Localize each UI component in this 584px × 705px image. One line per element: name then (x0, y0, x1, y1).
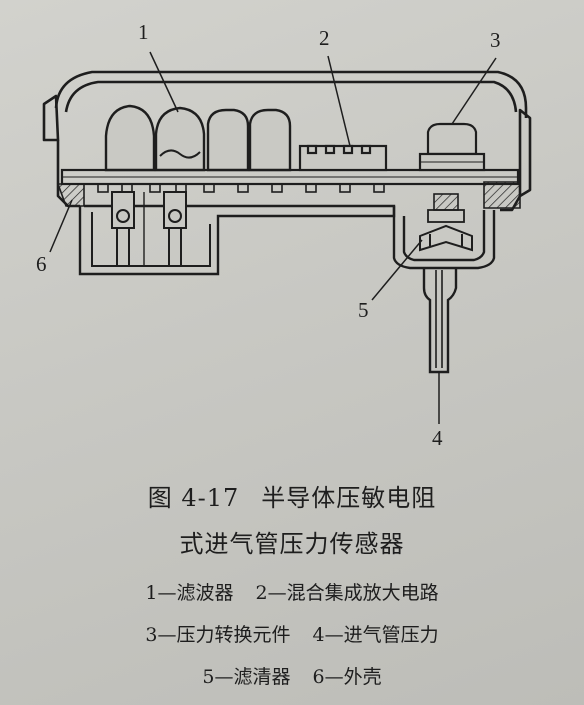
figure-title-line2: 式进气管压力传感器 (179, 530, 405, 558)
inlet-pipe (422, 268, 458, 374)
pressure-transducer (418, 122, 486, 172)
legend-item-4: 4—进气管压力 (312, 624, 439, 646)
circuit-board (60, 168, 520, 186)
board-pads (97, 183, 385, 193)
legend-row-3: 5—滤清器 6—外壳 (0, 662, 584, 689)
leader-lines (49, 51, 497, 424)
legend-row-2: 3—压力转换元件 4—进气管压力 (0, 620, 584, 647)
figure-caption-line1: 图 4-17 半导体压敏电阻 (0, 478, 584, 513)
legend-row-1: 1—滤波器 2—混合集成放大电路 (0, 578, 584, 605)
legend-item-2: 2—混合集成放大电路 (255, 582, 439, 604)
legend-item-6: 6—外壳 (312, 666, 382, 688)
pressure-chamber (392, 193, 496, 270)
sensor-cross-section-diagram (42, 51, 532, 424)
callout-6: 6 (36, 252, 47, 276)
legend-item-1: 1—滤波器 (145, 582, 234, 604)
filter-element (419, 224, 473, 252)
legend-item-5: 5—滤清器 (202, 666, 291, 688)
callout-5: 5 (358, 298, 369, 322)
callout-4: 4 (432, 426, 443, 450)
hybrid-amplifier-ic (298, 144, 388, 172)
legend-item-3: 3—压力转换元件 (145, 624, 291, 646)
figure-number: 图 4-17 (147, 484, 240, 512)
connector-pins (111, 191, 187, 267)
figure-title-line1: 半导体压敏电阻 (261, 484, 437, 512)
callout-3: 3 (490, 28, 501, 52)
callout-1: 1 (138, 20, 149, 44)
filter-component (104, 104, 292, 172)
figure-caption-line2: 式进气管压力传感器 (0, 524, 584, 559)
callout-2: 2 (319, 26, 330, 50)
